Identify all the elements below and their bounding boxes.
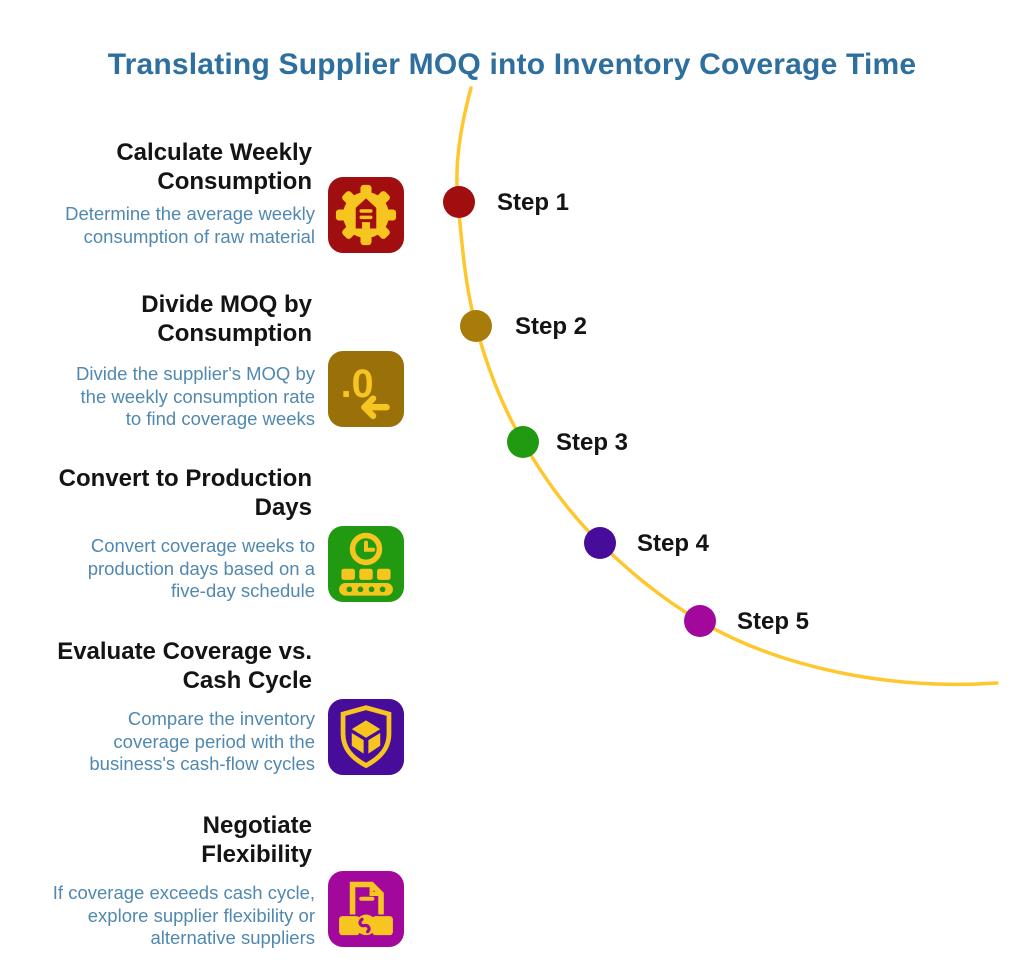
step5-dot	[684, 605, 716, 637]
step4-label: Step 4	[637, 530, 710, 557]
step3-icon-tile	[328, 526, 404, 602]
gear-factory-icon	[335, 184, 397, 246]
step3-dot	[507, 426, 539, 458]
step3-description: Convert coverage weeks to production day…	[87, 535, 315, 601]
step4-dot	[584, 527, 616, 559]
step2-label: Step 2	[515, 313, 588, 340]
step2-icon-tile: .0	[328, 351, 404, 427]
step1-icon-tile	[328, 177, 404, 253]
step3-title: Convert to Production Days	[58, 465, 312, 521]
shield-hand-icon	[340, 705, 392, 769]
page-title: Translating Supplier MOQ into Inventory …	[107, 48, 917, 82]
document-handshake-icon	[339, 881, 393, 936]
decimal-decrease-icon: .0	[341, 362, 390, 420]
step4-description: Compare the inventory coverage period wi…	[89, 708, 315, 774]
step5-title: Negotiate Flexibility	[201, 812, 312, 868]
svg-text:.0: .0	[341, 362, 374, 406]
step5-icon-tile	[328, 871, 404, 947]
clock-conveyor-icon	[339, 532, 393, 596]
step4-title: Evaluate Coverage vs. Cash Cycle	[57, 638, 312, 694]
curve-path	[455, 86, 999, 687]
step4-icon-tile	[328, 699, 404, 775]
step1-title: Calculate Weekly Consumption	[116, 139, 312, 195]
step3-label: Step 3	[556, 429, 629, 456]
step5-description: If coverage exceeds cash cycle, explore …	[52, 882, 315, 948]
step2-dot	[460, 310, 492, 342]
step1-label: Step 1	[497, 189, 570, 216]
step1-description: Determine the average weekly consumption…	[65, 203, 315, 247]
step1-dot	[443, 186, 475, 218]
step2-title: Divide MOQ by Consumption	[141, 291, 312, 347]
step2-description: Divide the supplier's MOQ by the weekly …	[76, 363, 315, 429]
step5-label: Step 5	[737, 608, 810, 635]
